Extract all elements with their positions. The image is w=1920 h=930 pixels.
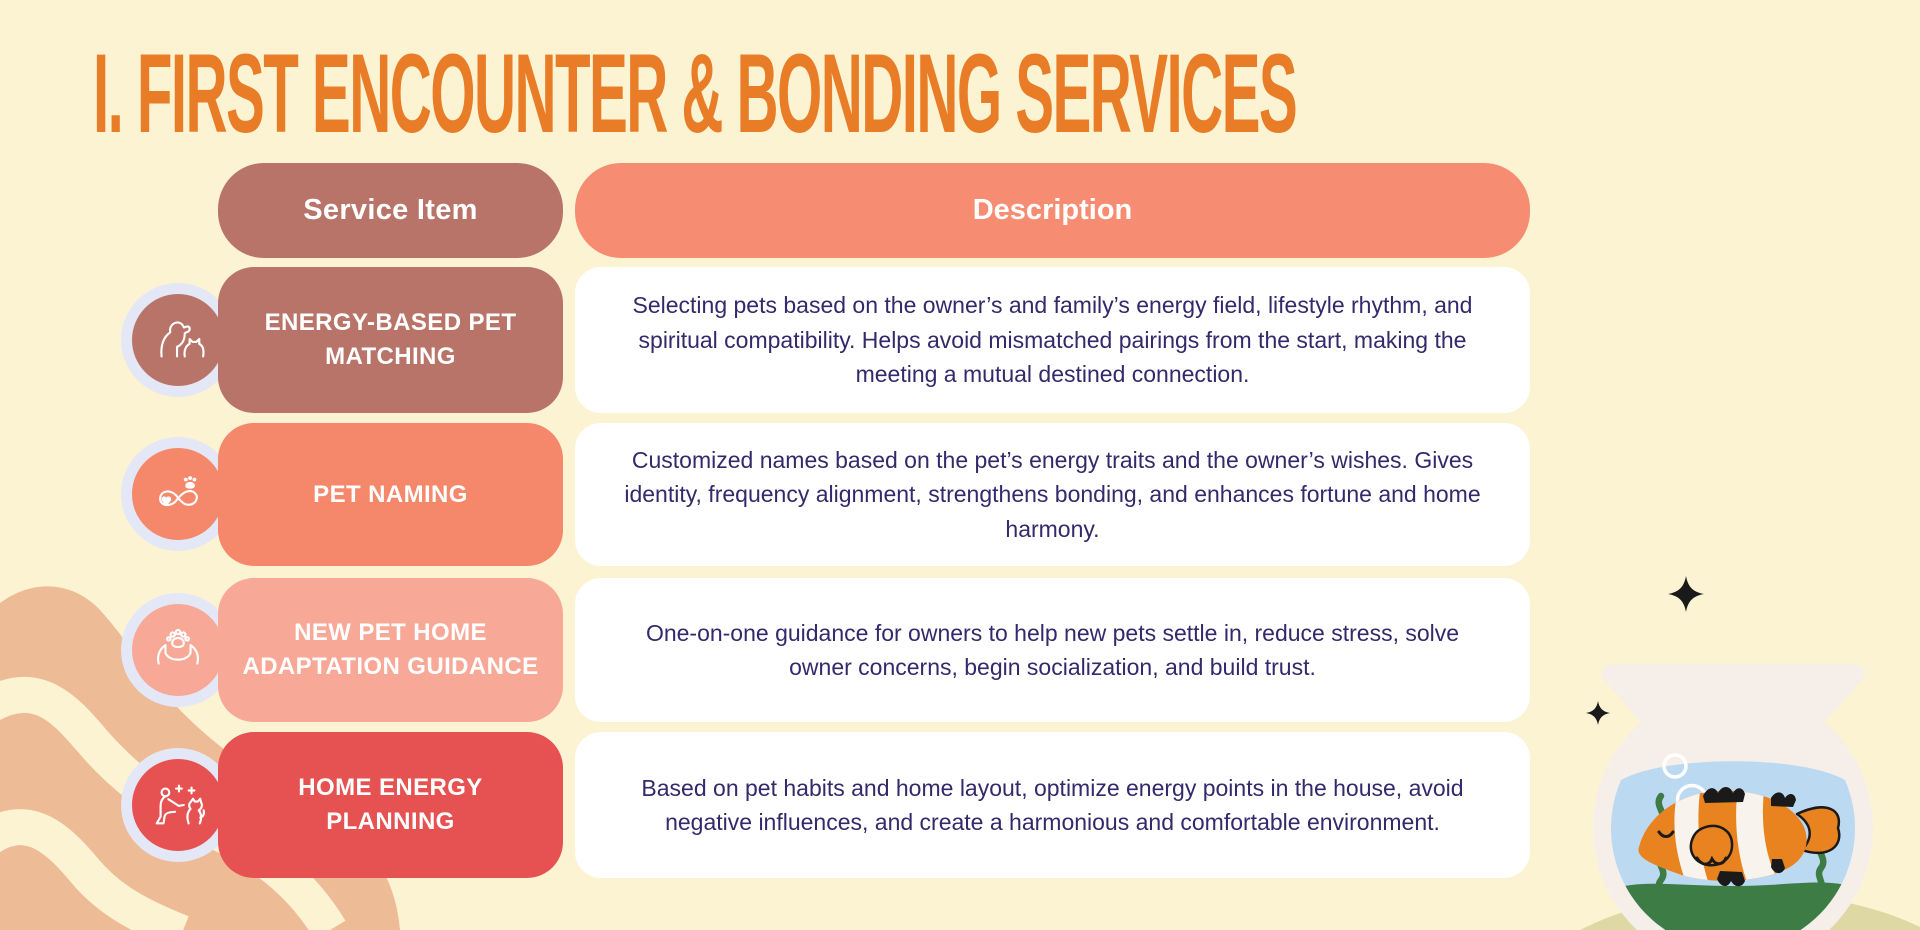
page-title: I. FIRST ENCOUNTER & BONDING SERVICES: [93, 31, 1298, 156]
dog-cat-line-icon: [132, 294, 224, 386]
row-icon-badge: [121, 593, 235, 707]
clownfish: [1638, 787, 1841, 887]
description-cell: Based on pet habits and home layout, opt…: [575, 732, 1530, 878]
sparkle-star-icon: [1586, 701, 1610, 725]
description-header: Description: [575, 163, 1530, 258]
row-icon-badge: [121, 748, 235, 862]
service-item-cell: NEW PET HOME ADAPTATION GUIDANCE: [218, 578, 563, 722]
service-item-cell: PET NAMING: [218, 423, 563, 566]
hands-holding-paw-icon: [132, 604, 224, 696]
table-header-row: Service Item Description: [0, 163, 1920, 258]
description-cell: Customized names based on the pet’s ener…: [575, 423, 1530, 566]
person-playing-with-dog-icon: [132, 759, 224, 851]
table-row: ENERGY-BASED PET MATCHING Selecting pets…: [0, 267, 1920, 413]
fishbowl-illustration: [1575, 660, 1891, 930]
service-item-cell: HOME ENERGY PLANNING: [218, 732, 563, 878]
row-icon-badge: [121, 437, 235, 551]
service-item-cell: ENERGY-BASED PET MATCHING: [218, 267, 563, 413]
row-icon-badge: [121, 283, 235, 397]
table-row: PET NAMING Customized names based on the…: [0, 423, 1920, 566]
description-cell: Selecting pets based on the owner’s and …: [575, 267, 1530, 413]
sparkle-star-icon: [1668, 576, 1704, 612]
table-row: NEW PET HOME ADAPTATION GUIDANCE One-on-…: [0, 578, 1920, 722]
description-cell: One-on-one guidance for owners to help n…: [575, 578, 1530, 722]
service-item-header: Service Item: [218, 163, 563, 258]
infinity-paw-heart-icon: [132, 448, 224, 540]
table-row: HOME ENERGY PLANNING Based on pet habits…: [0, 732, 1920, 878]
